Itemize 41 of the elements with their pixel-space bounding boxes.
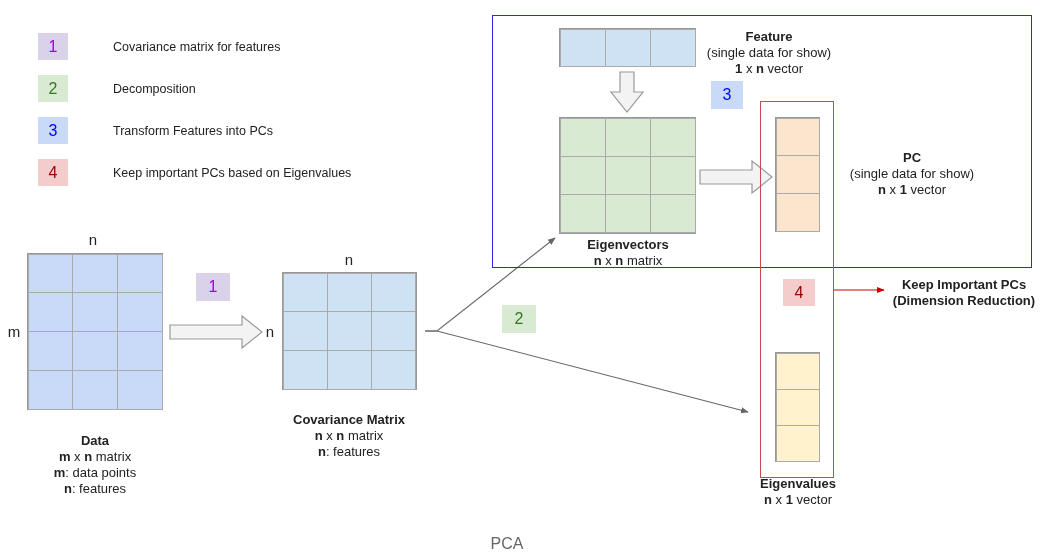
- side-text: (single data for show): [849, 166, 975, 182]
- dimension-label: n: [265, 324, 275, 340]
- node-text: m x n matrix: [58, 449, 132, 465]
- node-text: n x 1 vector: [764, 492, 832, 508]
- node-text: (single data for show): [706, 45, 832, 61]
- node-text: n: features: [317, 444, 381, 460]
- side-title: PC: [902, 150, 922, 166]
- node-title: Eigenvectors: [587, 237, 669, 253]
- node-text: n: features: [63, 481, 127, 497]
- node-title: Covariance Matrix: [293, 412, 405, 428]
- node-text: 1 x n vector: [735, 61, 803, 77]
- dimension-label: m: [7, 324, 21, 340]
- step-number: 3: [711, 81, 743, 109]
- block-arrow: [699, 159, 773, 195]
- legend-text: Covariance matrix for features: [113, 39, 281, 55]
- node-title: Feature: [745, 29, 793, 45]
- node-text: m: data points: [53, 465, 137, 481]
- dimension-label: n: [344, 252, 354, 268]
- legend-swatch: 3: [38, 117, 68, 144]
- caption: PCA: [490, 536, 524, 552]
- step-number: 4: [783, 279, 815, 306]
- legend-swatch: 4: [38, 159, 68, 186]
- block-arrow: [609, 71, 645, 113]
- legend-text: Keep important PCs based on Eigenvalues: [113, 165, 352, 181]
- step-number: 2: [502, 305, 536, 333]
- legend-swatch: 1: [38, 33, 68, 60]
- node-title: Keep Important PCs (Dimension Reduction): [891, 277, 1037, 309]
- node-title: Eigenvalues: [760, 476, 836, 492]
- legend-text: Decomposition: [113, 81, 196, 97]
- node-text: n x n matrix: [314, 428, 384, 444]
- block-arrow: [169, 314, 263, 350]
- dimension-label: n: [88, 232, 98, 248]
- node-text: n x n matrix: [593, 253, 663, 269]
- arrow: [833, 286, 885, 294]
- legend-swatch: 2: [38, 75, 68, 102]
- side-text: n x 1 vector: [878, 182, 946, 198]
- legend-text: Transform Features into PCs: [113, 123, 273, 139]
- group-frame: [492, 15, 1032, 268]
- step-number: 1: [196, 273, 230, 301]
- arrow: [424, 330, 749, 414]
- node-title: Data: [80, 433, 110, 449]
